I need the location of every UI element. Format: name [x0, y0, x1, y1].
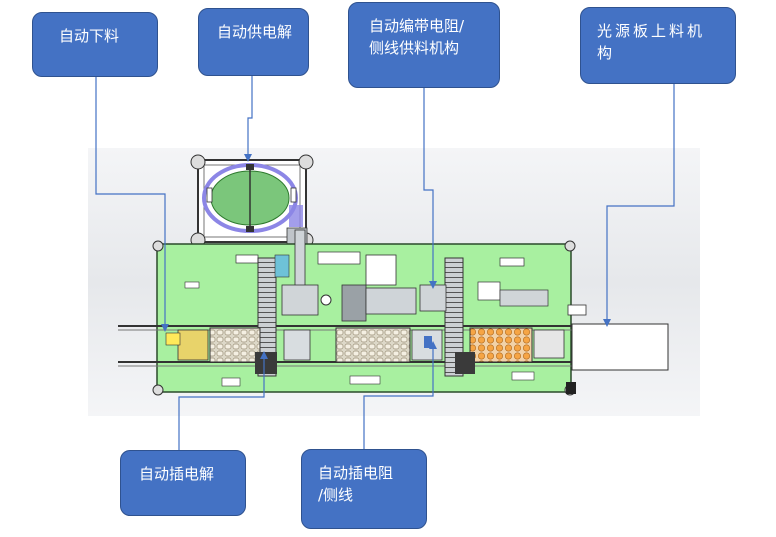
leader-auto-feed-capacitor [247, 76, 253, 158]
callout-board-loader-text: 光源板上料机 构 [597, 22, 706, 62]
conveyor-rails [118, 304, 669, 371]
rotary-tray-unit [190, 154, 314, 259]
component-trays [165, 327, 565, 363]
leader-lines [95, 76, 675, 450]
vertical-conveyors [257, 229, 464, 377]
callout-board-loader: 光源板上料机 构 [580, 7, 736, 84]
leader-board-loader [606, 84, 675, 323]
callout-auto-insert-resistor: 自动插电阻 /侧线 [301, 449, 427, 529]
callout-auto-insert-resistor-text: 自动插电阻 /侧线 [318, 464, 394, 504]
leader-auto-insert-capacitor [178, 355, 265, 450]
insertion-heads [255, 254, 576, 394]
leader-auto-insert-resistor [363, 345, 434, 449]
leader-arrowheads [161, 154, 611, 359]
callout-auto-unload: 自动下料 [32, 12, 158, 77]
leader-auto-unload [95, 77, 166, 328]
callout-resistor-feeder-text: 自动编带电阻/ 侧线供料机构 [369, 17, 465, 57]
callout-auto-feed-capacitor: 自动供电解 [198, 8, 309, 76]
callout-resistor-feeder: 自动编带电阻/ 侧线供料机构 [348, 2, 500, 88]
leader-resistor-feeder [423, 88, 434, 285]
callout-auto-feed-capacitor-text: 自动供电解 [217, 23, 293, 41]
callout-auto-unload-text: 自动下料 [59, 27, 120, 45]
callout-auto-insert-capacitor-text: 自动插电解 [139, 465, 215, 483]
callout-auto-insert-capacitor: 自动插电解 [120, 450, 246, 516]
